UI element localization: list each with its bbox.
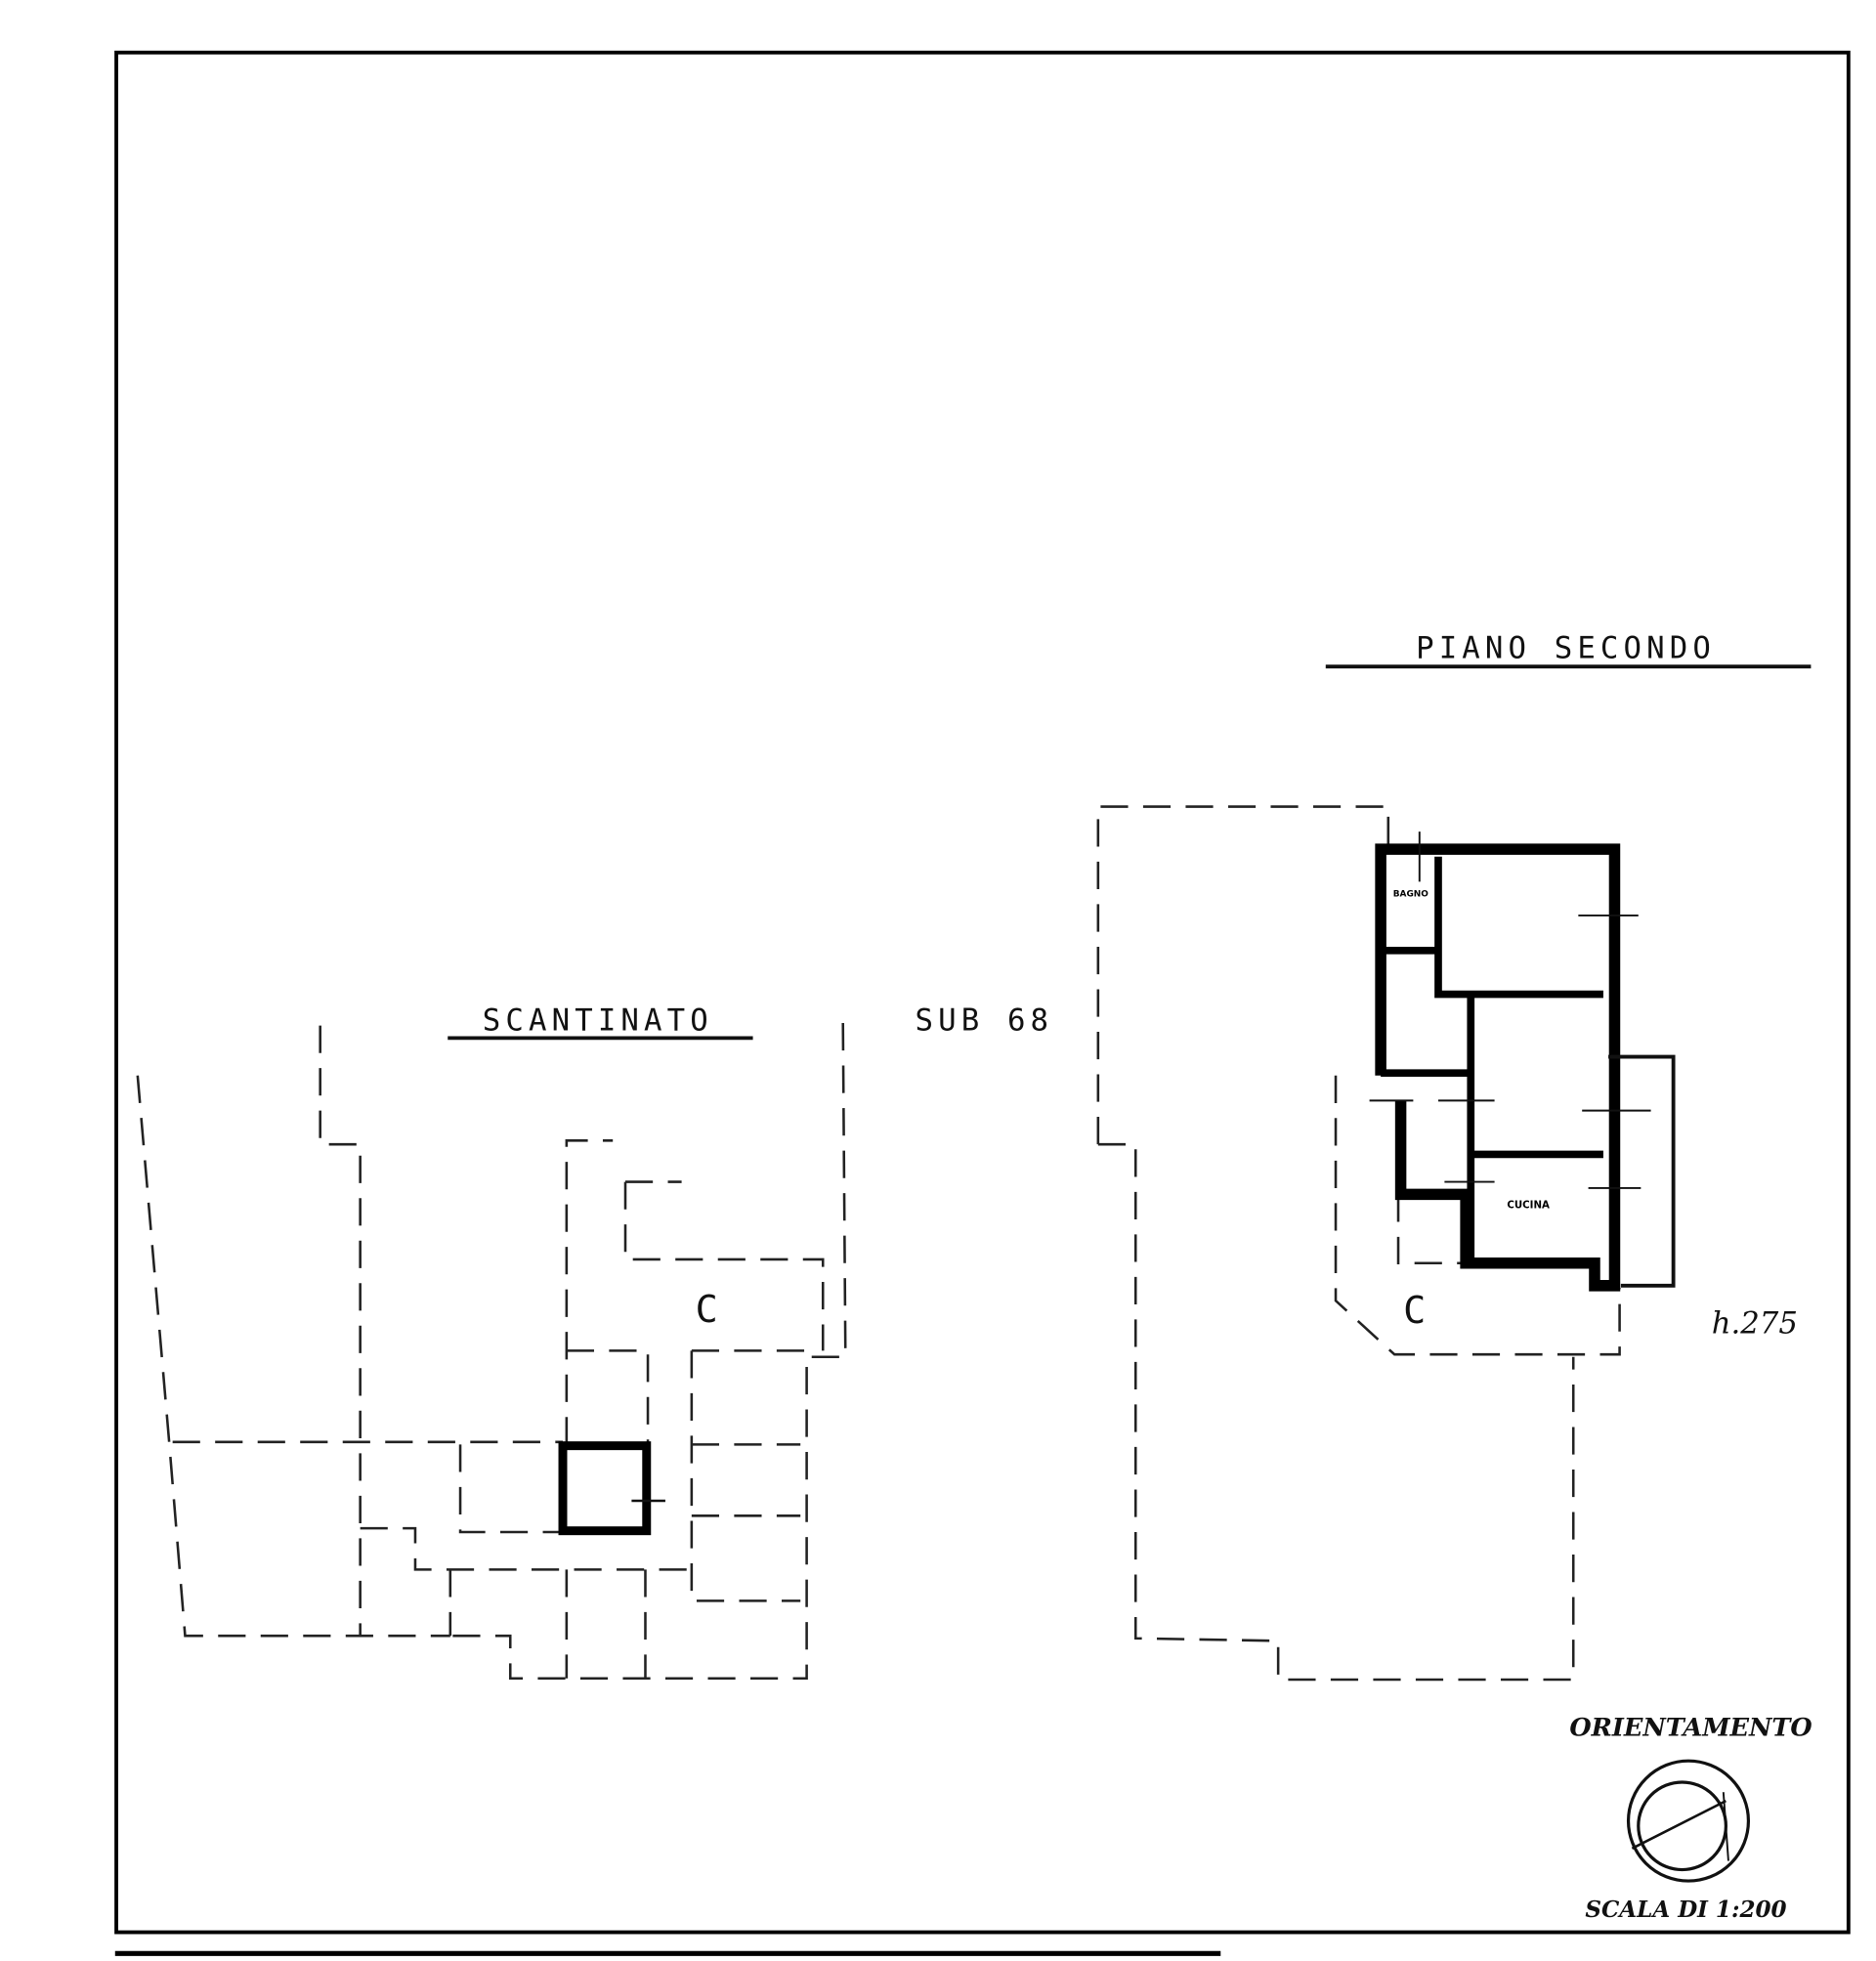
scale-label: SCALA DI 1:200 bbox=[1585, 1897, 1786, 1923]
height-note: h.275 bbox=[1712, 1305, 1798, 1341]
basement-plan: SCANTINATO C bbox=[136, 1003, 847, 1681]
room-label-cucina: CUCINA bbox=[1507, 1200, 1550, 1211]
compass-icon bbox=[1626, 1759, 1751, 1883]
orientation-title: ORIENTAMENTO bbox=[1569, 1714, 1812, 1743]
second-floor-plan: BAGNO CUCINA PIANO SECONDO C h.275 bbox=[1096, 630, 1812, 1682]
unit-label: SUB 68 bbox=[916, 1003, 1054, 1039]
basement-area-label: C bbox=[696, 1288, 723, 1332]
basement-title: SCANTINATO bbox=[483, 1003, 713, 1039]
sheet-frame bbox=[114, 50, 1851, 1935]
second-floor-title: PIANO SECONDO bbox=[1416, 630, 1716, 665]
second-floor-area-label: C bbox=[1403, 1289, 1430, 1333]
room-label-bagno: BAGNO bbox=[1393, 890, 1429, 900]
basement-unit bbox=[558, 1441, 652, 1536]
